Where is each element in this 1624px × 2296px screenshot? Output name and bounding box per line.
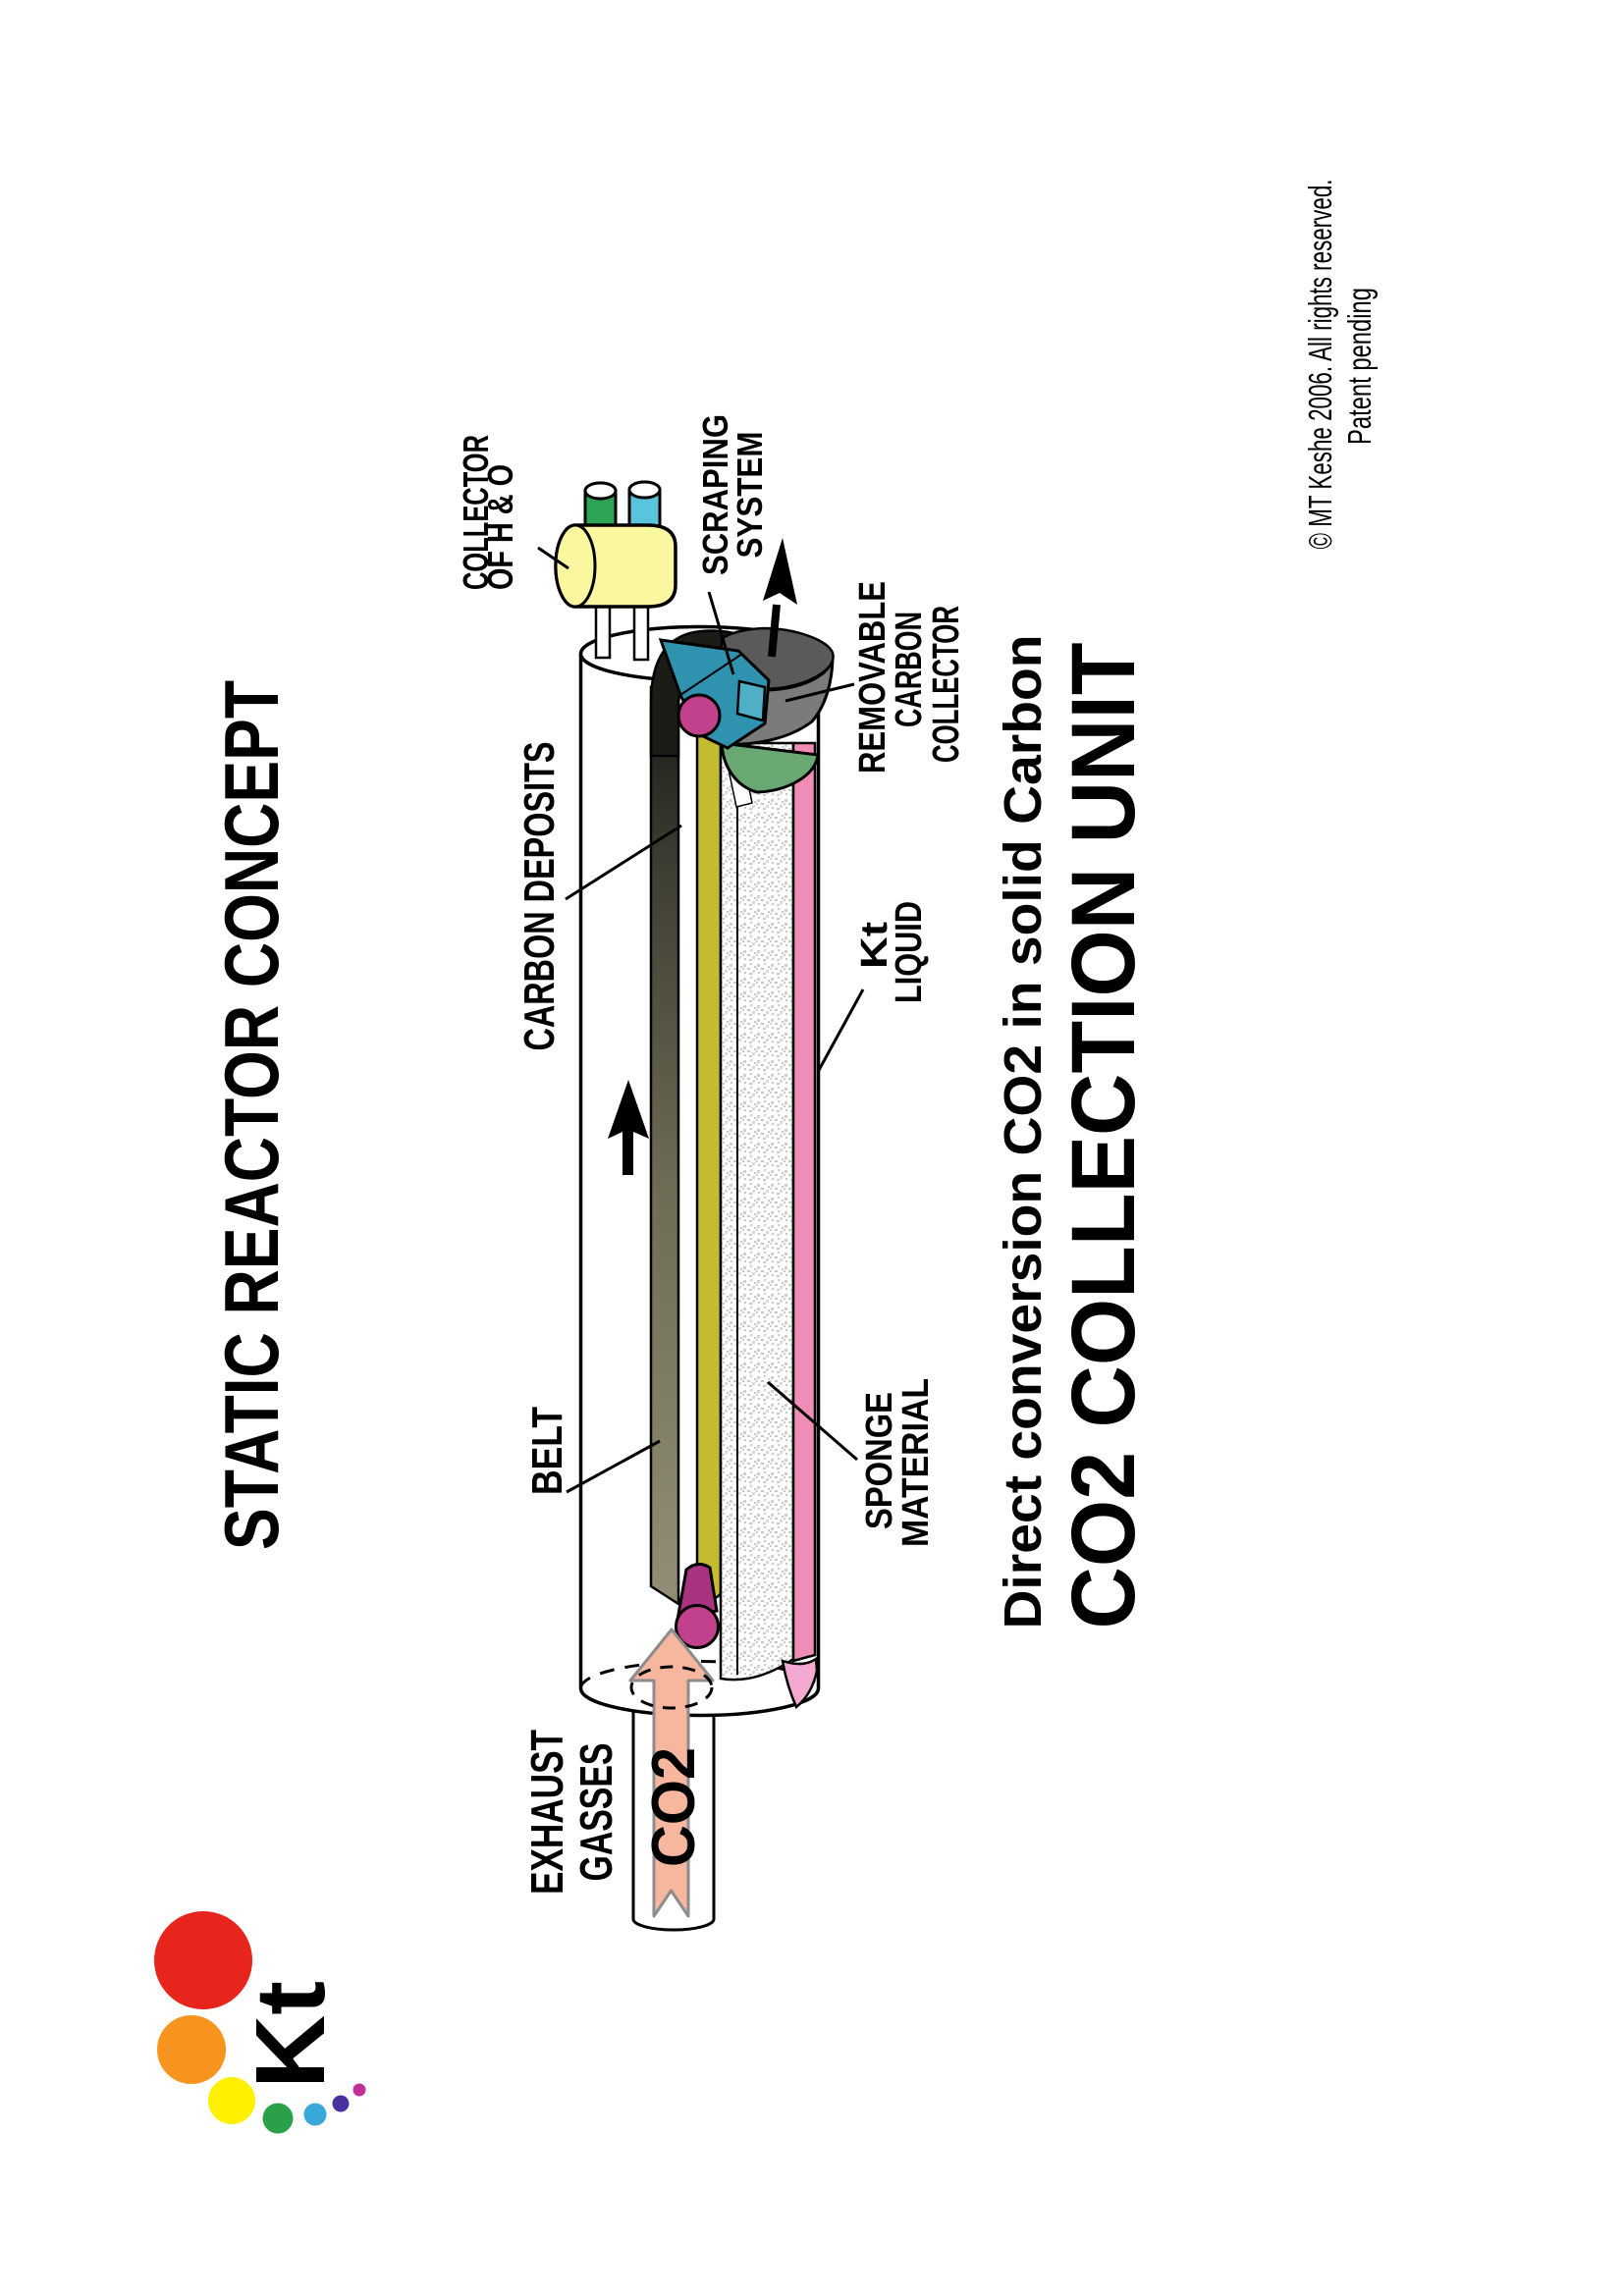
pointer-sponge bbox=[767, 1380, 858, 1462]
sponge-top-wedge bbox=[720, 741, 820, 794]
o-tube-cap bbox=[627, 480, 662, 500]
kt-liquid-band bbox=[791, 741, 817, 1663]
co2-arrow-label: CO2 bbox=[640, 1747, 708, 1867]
h-tube-cap bbox=[583, 481, 618, 501]
bottom-roller bbox=[675, 1604, 720, 1649]
connector-pipe-right bbox=[632, 605, 650, 662]
label-sponge-line2: MATERIAL bbox=[895, 1378, 937, 1547]
logo-circle-cyan bbox=[303, 2103, 327, 2126]
label-carbon-deposits: CARBON DEPOSITS bbox=[515, 742, 564, 1051]
top-roller bbox=[677, 693, 722, 738]
pointer-belt bbox=[566, 1439, 661, 1494]
main-title: CO2 COLLECTION UNIT bbox=[1054, 643, 1154, 1629]
belt-direction-arrow bbox=[608, 1080, 649, 1175]
pointer-lines bbox=[537, 546, 865, 1494]
top-assembly bbox=[658, 538, 835, 794]
belt-band bbox=[695, 680, 723, 1615]
collector-tank-cap bbox=[554, 523, 597, 609]
co2-flow: CO2 bbox=[628, 1628, 715, 1918]
logo-circle-purple bbox=[332, 2095, 350, 2112]
label-collector-line1: COLLECTOR bbox=[456, 435, 496, 590]
logo-circle-green bbox=[262, 2103, 294, 2134]
label-removable-line1: REMOVABLE bbox=[852, 581, 893, 774]
copyright-line: © MT Keshe 2006. All rights reserved. bbox=[1302, 180, 1338, 550]
pointer-carbon-deposits bbox=[565, 824, 682, 901]
diagram-labels: COLLECTOR OF H & O SCRAPING SYSTEM CARBO… bbox=[456, 414, 967, 1895]
label-belt: BELT bbox=[523, 1407, 571, 1495]
patent-line: Patent pending bbox=[1341, 288, 1378, 445]
scraper-facet-line bbox=[679, 653, 743, 696]
bottom-roller-side bbox=[676, 1563, 719, 1622]
label-kt-liquid-line2: LIQUID bbox=[889, 901, 930, 1003]
carbon-deposit-band bbox=[649, 685, 680, 1607]
label-removable-line2: CARBON bbox=[889, 612, 930, 727]
page-title: STATIC REACTOR CONCEPT bbox=[208, 680, 295, 1550]
pointer-removable bbox=[785, 682, 855, 703]
pointer-collector bbox=[537, 546, 569, 570]
sponge-band bbox=[719, 741, 795, 1682]
collector-tank-assembly bbox=[554, 480, 677, 609]
logo-circle-magenta bbox=[352, 2083, 366, 2097]
inlet-hole-dashed bbox=[629, 1665, 714, 1710]
kt-logo: Kt bbox=[154, 1911, 366, 2134]
carbon-exit-arrow bbox=[763, 538, 797, 658]
label-collector-line2: OF H & O bbox=[480, 464, 520, 590]
connector-pipe-left bbox=[594, 605, 612, 660]
inner-layers bbox=[649, 629, 819, 1710]
pointer-kt-liquid bbox=[816, 988, 865, 1073]
logo-circle-yellow bbox=[208, 2077, 255, 2124]
label-kt-liquid-line1: Kt bbox=[854, 922, 895, 969]
pointer-scraping bbox=[707, 591, 735, 675]
logo-circle-orange bbox=[157, 2015, 226, 2084]
logo-circle-red bbox=[154, 1911, 252, 2009]
label-exhaust-line1: EXHAUST bbox=[521, 1730, 572, 1895]
label-exhaust-line2: GASSES bbox=[570, 1743, 622, 1882]
label-scraping-line1: SCRAPING bbox=[695, 414, 735, 575]
logo-text: Kt bbox=[236, 1981, 346, 2089]
kt-liquid-bottom-wedge bbox=[781, 1656, 819, 1710]
label-scraping-line2: SYSTEM bbox=[730, 432, 770, 559]
label-removable-line3: COLLECTOR bbox=[926, 606, 967, 763]
co2-arrow bbox=[628, 1628, 715, 1918]
scraper-lip bbox=[735, 679, 767, 722]
subtitle-green: Direct conversion CO2 in solid Carbon bbox=[994, 635, 1053, 1629]
label-sponge-line1: SPONGE bbox=[859, 1392, 900, 1529]
